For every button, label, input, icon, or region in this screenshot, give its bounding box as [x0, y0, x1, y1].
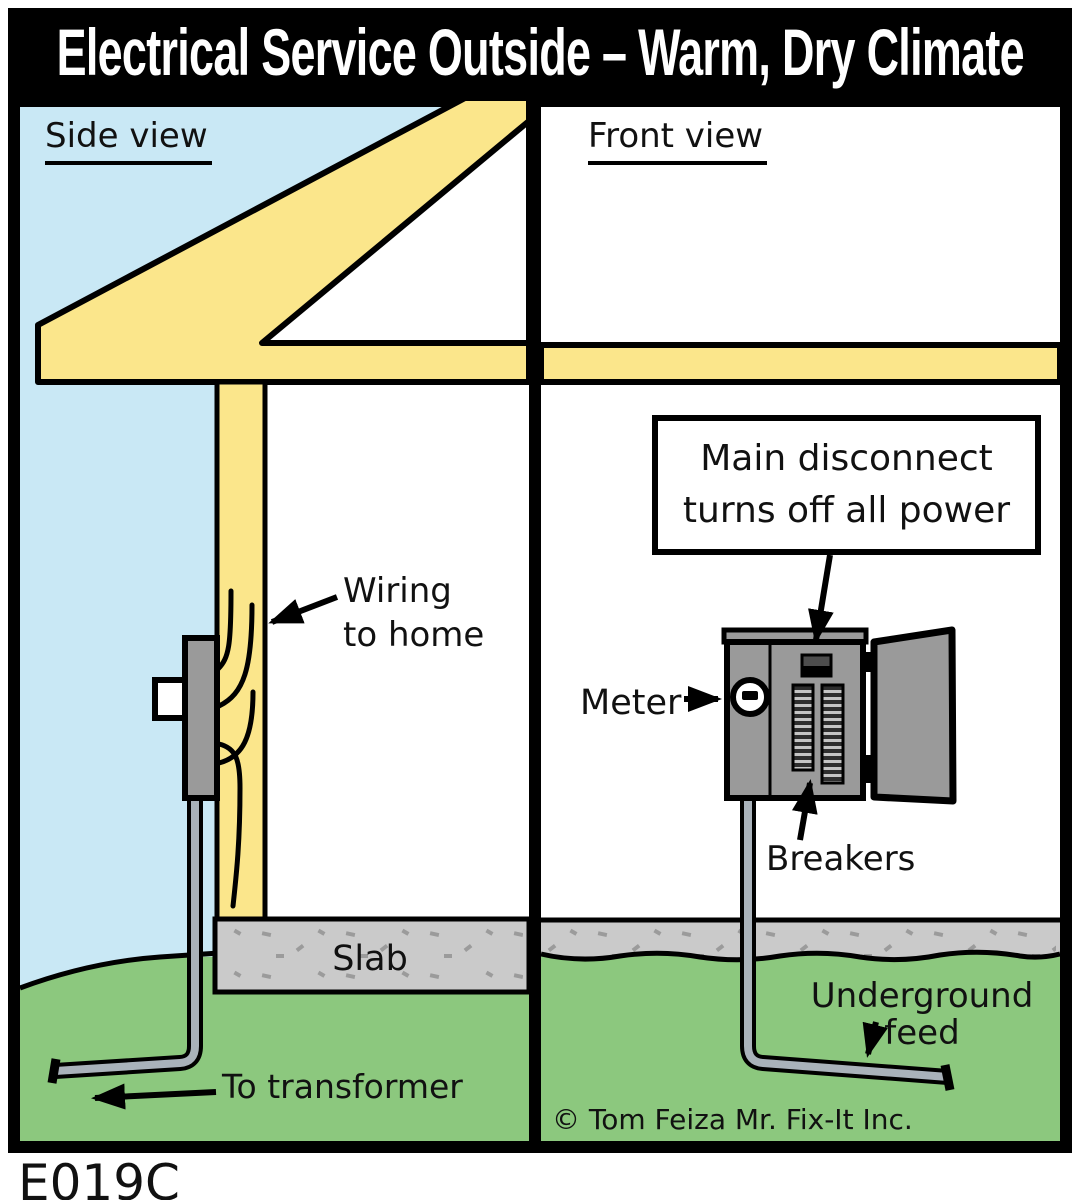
hinge-bottom — [863, 755, 874, 783]
breakers-label: Breakers — [766, 839, 916, 879]
front-view-label: Front view — [588, 116, 768, 165]
underground-line2: feed — [884, 1013, 960, 1053]
callout-line2: turns off all power — [682, 490, 1011, 531]
main-disconnect-callout: Main disconnect turns off all power — [655, 418, 1038, 552]
meter-handle — [152, 677, 188, 721]
transformer-arrow — [91, 1083, 217, 1110]
ground-line-front — [540, 949, 1061, 963]
roof-interior-triangle — [259, 118, 532, 346]
transformer-label: To transformer — [222, 1067, 463, 1106]
house-interior — [265, 385, 529, 919]
side-view-label: Side view — [45, 116, 212, 165]
wiring-arrow — [268, 594, 339, 625]
underground-arrow — [862, 1021, 888, 1058]
panel-door-open — [870, 626, 957, 805]
slab-label: Slab — [332, 939, 408, 979]
slab-speckles-side — [221, 925, 523, 986]
callout-line1: Main disconnect — [700, 437, 993, 479]
wire-4 — [216, 741, 243, 909]
callout-box — [652, 415, 1041, 555]
conduit-side-fill — [54, 798, 199, 1075]
copyright-text: © Tom Feiza Mr. Fix-It Inc. — [552, 1103, 913, 1136]
page-title: Electrical Service Outside – Warm, Dry C… — [56, 14, 1024, 89]
conduit-front-fill — [744, 798, 949, 1081]
breakers-arrow — [792, 779, 818, 841]
wire-3 — [216, 689, 256, 766]
meter-box-side — [182, 635, 220, 801]
title-bar: Electrical Service Outside – Warm, Dry C… — [8, 8, 1072, 95]
side-view-panel — [19, 95, 532, 1141]
underground-label: Underground feed — [802, 978, 1042, 1052]
meter-dial-window — [742, 691, 758, 700]
main-disconnect-handle — [802, 666, 831, 676]
ground-line-side — [19, 950, 220, 991]
wiring-label: Wiring to home — [343, 570, 484, 657]
conduit-front-cap — [940, 1064, 955, 1091]
breaker-column-right — [820, 683, 845, 785]
hinge-top — [863, 652, 874, 672]
callout-arrow — [808, 554, 834, 644]
wire-2 — [216, 602, 255, 709]
wiring-label-line1: Wiring — [343, 571, 452, 611]
figure-code: E019C — [18, 1154, 180, 1200]
meter-label: Meter — [580, 683, 682, 723]
front-view-panel — [538, 107, 1063, 1141]
conduit-side-cap — [47, 1058, 61, 1084]
wire-1 — [215, 588, 234, 672]
wiring-label-line2: to home — [343, 614, 485, 655]
eave-band-front — [538, 342, 1063, 385]
underground-line1: Underground — [810, 976, 1034, 1016]
grass-front — [541, 952, 1060, 1141]
breaker-column-left — [791, 683, 815, 772]
